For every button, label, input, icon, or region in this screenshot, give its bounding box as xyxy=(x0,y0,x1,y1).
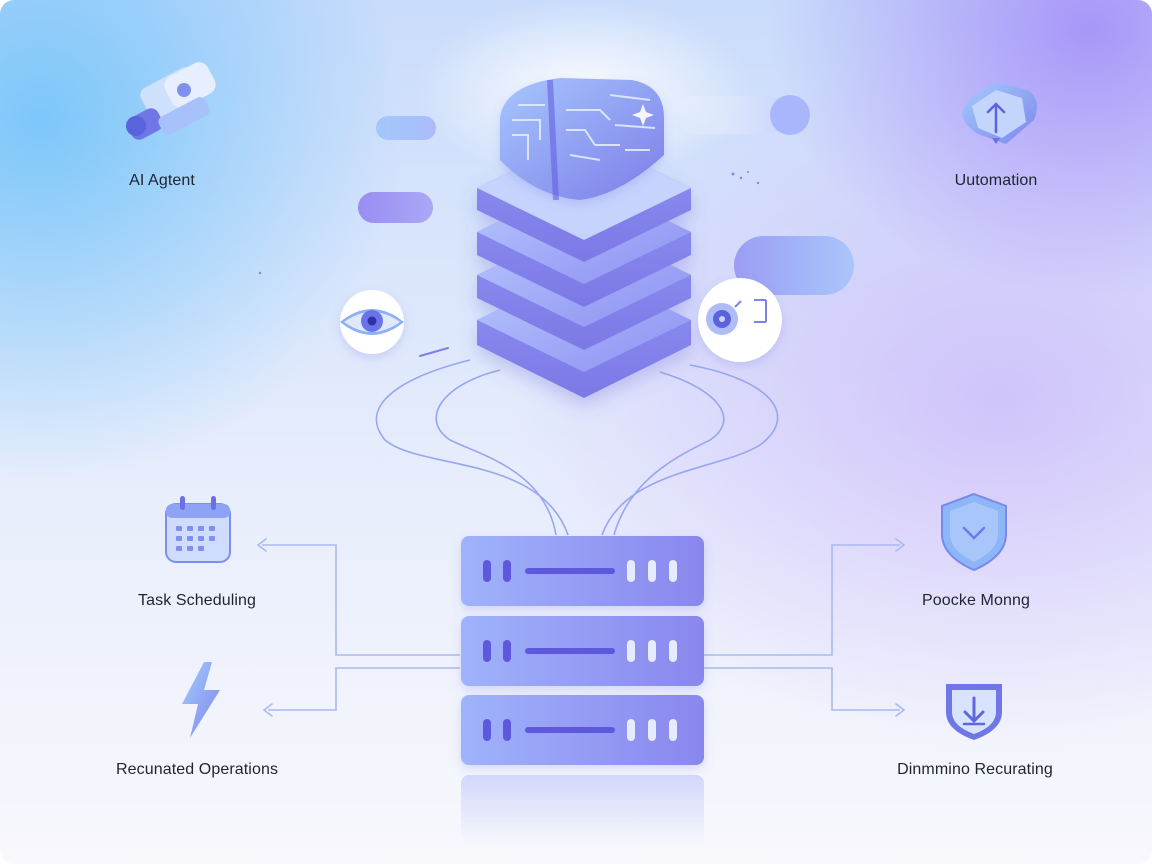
calendar-icon xyxy=(165,496,231,563)
lightning-icon xyxy=(182,662,220,738)
label-operations: Recunated Operations xyxy=(115,761,279,778)
label-recurating: Dinmmino Recurating xyxy=(897,761,1053,778)
eye-icon xyxy=(340,290,404,354)
floating-streak xyxy=(676,96,786,134)
floating-pill-top-left xyxy=(376,116,436,140)
small-dash xyxy=(419,347,449,357)
download-shield-icon xyxy=(946,684,1002,740)
server-side-connectors xyxy=(262,544,900,711)
label-task-scheduling: Task Scheduling xyxy=(137,592,257,609)
tower-to-server-connectors xyxy=(375,359,779,536)
central-tower xyxy=(477,136,691,398)
robot-arm-icon xyxy=(126,62,216,140)
cloud-upload-icon xyxy=(962,82,1037,144)
server-rack-icon xyxy=(461,536,704,845)
floating-pill-right xyxy=(734,236,854,295)
label-pocke-monitoring: Poocke Monng xyxy=(922,592,1030,609)
floating-orb xyxy=(770,95,810,135)
shield-icon xyxy=(941,492,1007,572)
sparkles xyxy=(258,171,760,275)
label-ai-agent: AI Agtent xyxy=(129,172,195,189)
floating-pill-mid-left xyxy=(358,192,433,223)
connector-arrowheads xyxy=(256,538,906,717)
chip-stack-icon xyxy=(500,78,664,201)
label-automation: Uutomation xyxy=(954,172,1038,189)
camera-lens-icon xyxy=(698,278,782,362)
